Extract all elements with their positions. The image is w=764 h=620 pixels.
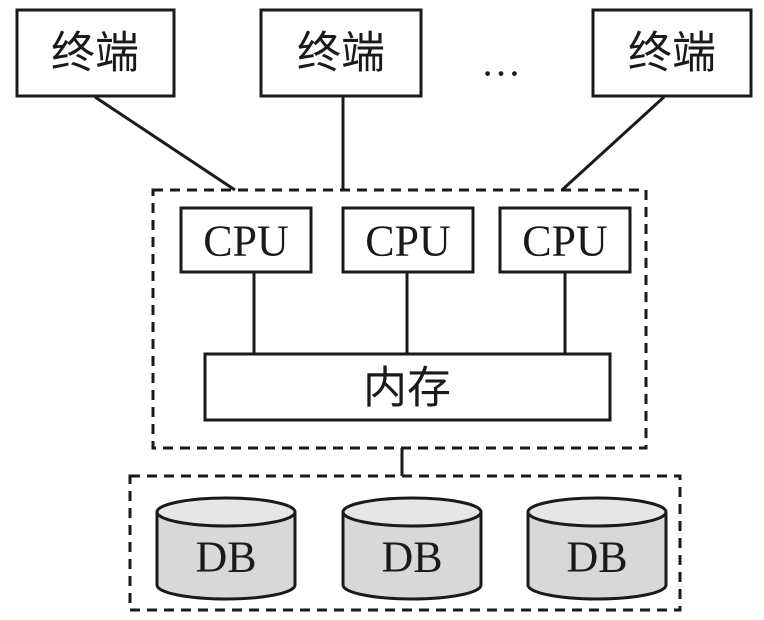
database-cylinder: DB <box>526 496 668 601</box>
memory-label: 内存 <box>363 363 451 414</box>
connector-terminal-3 <box>560 95 666 192</box>
processor-group <box>151 188 648 450</box>
terminal-label: 终端 <box>297 28 385 79</box>
db-label: DB <box>566 533 627 582</box>
db-body <box>341 512 483 601</box>
cpu-node: CPU <box>179 206 313 274</box>
db-label: DB <box>195 533 256 582</box>
memory-node: 内存 <box>203 352 612 422</box>
database-cylinder: DB <box>341 496 483 601</box>
terminal-box <box>15 8 176 98</box>
db-body <box>155 512 297 601</box>
db-label: DB <box>381 533 442 582</box>
cpu-node: CPU <box>341 206 475 274</box>
cpu-box <box>179 206 313 274</box>
storage-group <box>128 474 682 612</box>
terminal-node: 终端 <box>591 8 753 98</box>
cpu-node: CPU <box>498 206 632 274</box>
database-cylinder: DB <box>155 496 297 601</box>
memory-box <box>203 352 612 422</box>
terminal-node: 终端 <box>259 8 423 98</box>
cpu-label: CPU <box>203 217 289 266</box>
db-top <box>526 496 668 528</box>
terminal-node: 终端 <box>15 8 176 98</box>
terminal-label: 终端 <box>628 28 716 79</box>
db-body <box>526 512 668 601</box>
terminal-label: 终端 <box>51 28 139 79</box>
terminal-box <box>591 8 753 98</box>
cpu-label: CPU <box>365 217 451 266</box>
db-top <box>341 496 483 528</box>
cpu-box <box>341 206 475 274</box>
ellipsis: … <box>481 40 521 85</box>
connector-terminal-1 <box>94 95 236 192</box>
cpu-label: CPU <box>522 217 608 266</box>
cpu-box <box>498 206 632 274</box>
terminal-box <box>259 8 423 98</box>
db-top <box>155 496 297 528</box>
